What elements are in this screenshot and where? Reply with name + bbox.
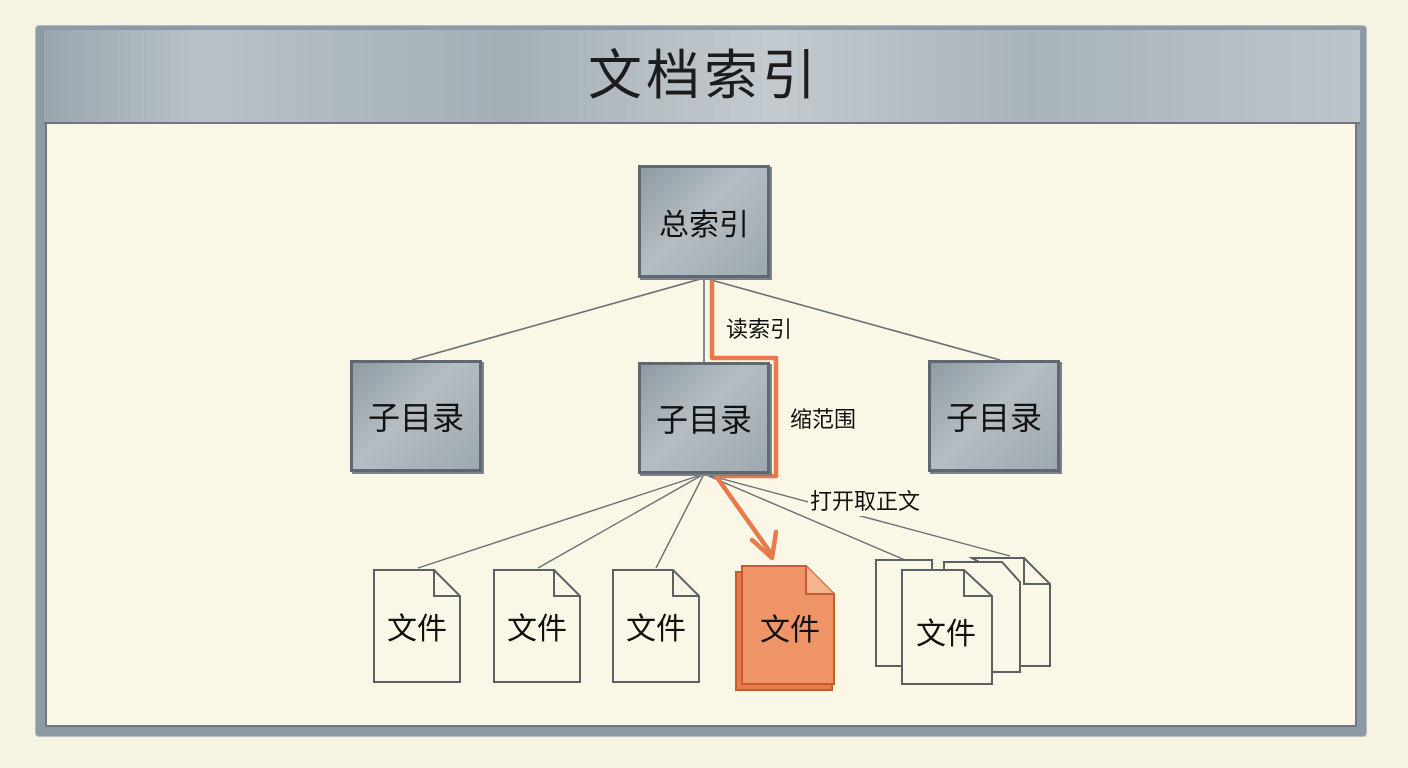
edge-subdir-file-1: [417, 473, 705, 569]
file-node-2: 文件: [492, 568, 582, 684]
file-label: 文件: [760, 613, 820, 648]
subdir-node-2: 子目录: [638, 362, 770, 474]
file-node-5-stack: 文件: [874, 556, 1054, 686]
subdir-label: 子目录: [655, 401, 752, 439]
title-band: [44, 30, 1360, 124]
highlight-path: [709, 279, 779, 555]
page-title: 文档索引: [588, 44, 820, 107]
document-icon: [735, 565, 835, 691]
edge-root-subdir-3: [703, 277, 1001, 361]
root-index-label: 总索引: [659, 207, 749, 243]
open-content-label: 打开取正文: [808, 484, 923, 516]
edge-subdir-file-5a: [703, 473, 906, 561]
document-icon: [373, 569, 461, 683]
edge-root-subdir-1: [411, 277, 705, 361]
highlight-arrowhead: [749, 529, 779, 561]
file-label: 文件: [387, 612, 447, 647]
file-node-1: 文件: [372, 568, 462, 684]
edge-subdir-file-3: [655, 473, 705, 569]
root-index-node: 总索引: [638, 165, 770, 278]
edge-subdir-file-2: [537, 473, 705, 569]
file-node-4-highlighted: 文件: [734, 562, 838, 692]
read-index-label: 读索引: [724, 312, 795, 344]
document-stack-icon: [875, 557, 1051, 685]
subdir-label: 子目录: [945, 399, 1042, 437]
narrow-scope-label: 缩范围: [788, 402, 859, 434]
subdir-node-3: 子目录: [928, 360, 1060, 472]
file-label: 文件: [507, 612, 567, 647]
document-icon: [493, 569, 581, 683]
file-node-3: 文件: [611, 568, 701, 684]
document-icon: [612, 569, 700, 683]
subdir-node-1: 子目录: [350, 360, 482, 472]
file-label: 文件: [626, 612, 686, 647]
subdir-label: 子目录: [367, 399, 464, 437]
file-label: 文件: [916, 617, 976, 652]
